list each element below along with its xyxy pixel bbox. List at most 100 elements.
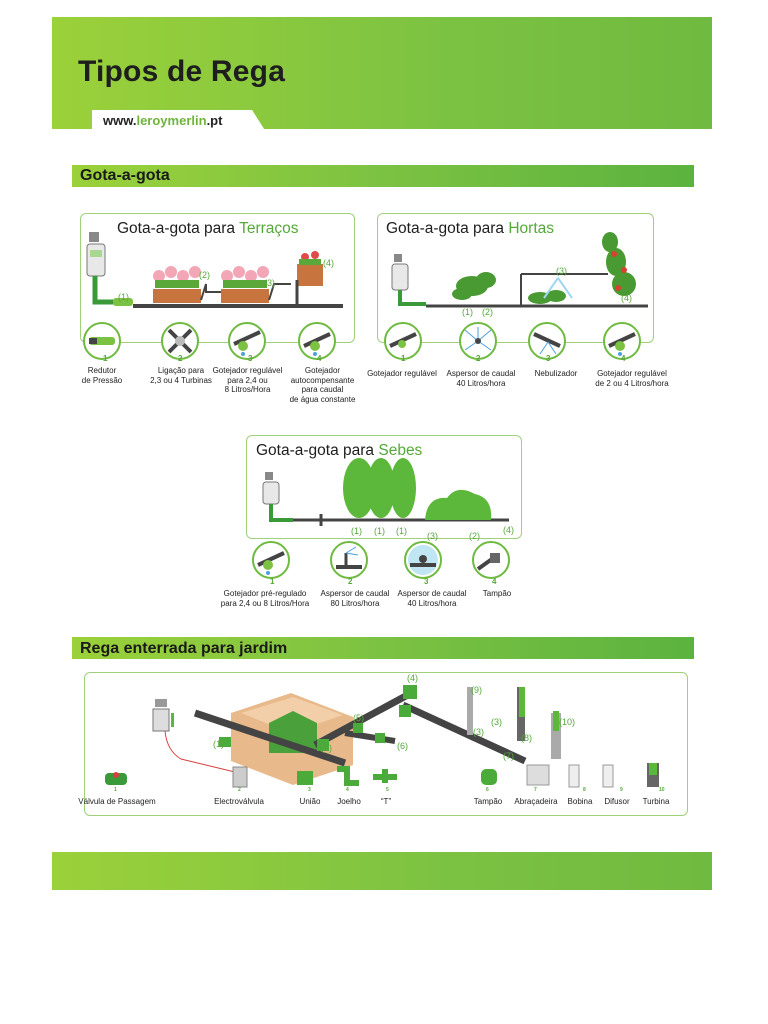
item-caption: Redutor de Pressão — [81, 366, 123, 385]
panel-title-sebes: Gota-a-gota para Sebes — [256, 442, 423, 459]
page-title: Tipos de Rega — [78, 55, 286, 88]
callout-3: (3) — [473, 727, 484, 737]
item-caption: Abraçadeira — [514, 797, 558, 806]
component-preset-dripper — [252, 541, 290, 579]
component-sprinkler-80 — [330, 541, 368, 579]
item-number: 8 — [583, 787, 586, 793]
panel-title-hortas: Gota-a-gota para Hortas — [386, 220, 555, 237]
item-number: 9 — [620, 787, 623, 793]
component-adjustable-dripper — [228, 322, 266, 360]
item-caption: Ligação para 2,3 ou 4 Turbinas — [150, 366, 212, 385]
callout-8: (8) — [521, 733, 532, 743]
callout-2: (2) — [469, 531, 480, 541]
jardim-illustration — [105, 685, 659, 788]
panel-jardim: (1) (2) (3) (3) (4) (5) (6) (7) (8) (9) … — [84, 672, 688, 816]
item-number: 3 — [546, 354, 551, 363]
callout-2: (2) — [482, 307, 493, 317]
item-caption: Electroválvula — [214, 797, 264, 806]
callout-3: (3) — [427, 531, 438, 541]
item-number: 4 — [317, 354, 322, 363]
callout-1: (1) — [396, 526, 407, 536]
callout-4: (4) — [621, 293, 632, 303]
item-caption: Nebulizador — [534, 369, 578, 378]
callout-1: (1) — [118, 292, 129, 302]
panel-title-terracos: Gota-a-gota para Terraços — [117, 220, 299, 237]
footer-band — [52, 852, 712, 890]
callout-2: (2) — [321, 743, 332, 753]
url-brand: leroymerlin — [136, 113, 207, 128]
section-bar-buried — [72, 637, 694, 659]
panel-sebes: Gota-a-gota para Sebes (1) (1) (1) (3) (… — [246, 435, 522, 541]
item-caption: Joelho — [337, 797, 361, 806]
item-caption: Válvula de Passagem — [78, 797, 156, 806]
callout-5: (5) — [353, 713, 364, 723]
component-pressure-reducer — [83, 322, 121, 360]
callout-3: (3) — [491, 717, 502, 727]
section-bar-drip — [72, 165, 694, 187]
item-number: 4 — [346, 787, 349, 793]
item-caption: Tampão — [482, 589, 512, 598]
hortas-illustration — [391, 232, 648, 308]
url-prefix: www. — [103, 113, 137, 128]
callout-4: (4) — [323, 258, 334, 268]
item-caption: União — [299, 797, 321, 806]
item-caption: Aspersor de caudal 40 Litros/hora — [446, 369, 516, 388]
item-caption: “T” — [380, 797, 392, 806]
url-suffix: .pt — [206, 113, 223, 128]
section-title-drip: Gota-a-gota — [80, 167, 170, 184]
sebes-illustration — [262, 458, 509, 526]
item-number: 1 — [114, 787, 117, 793]
item-caption: Gotejador pré-regulado para 2,4 ou 8 Lit… — [220, 589, 310, 608]
item-number: 10 — [659, 787, 665, 793]
item-number: 5 — [386, 787, 389, 793]
item-number: 6 — [486, 787, 489, 793]
callout-3: (3) — [556, 266, 567, 276]
item-caption: Aspersor de caudal 40 Litros/hora — [397, 589, 467, 608]
item-number: 2 — [348, 577, 353, 586]
section-title-buried: Rega enterrada para jardim — [80, 640, 288, 657]
component-adjustable-dripper — [384, 322, 422, 360]
item-number: 1 — [401, 354, 406, 363]
item-caption: Gotejador autocompensante para caudal de… — [289, 366, 356, 404]
item-caption: Tampão — [473, 797, 503, 806]
component-sprinkler-40 — [459, 322, 497, 360]
item-caption: Gotejador regulável de 2 ou 4 Litros/hor… — [595, 369, 669, 388]
callout-1: (1) — [462, 307, 473, 317]
item-number: 1 — [103, 354, 108, 363]
item-caption: Bobina — [567, 797, 593, 806]
component-compensating-dripper — [298, 322, 336, 360]
item-number: 1 — [270, 577, 275, 586]
callout-9: (9) — [471, 685, 482, 695]
callout-1: (1) — [213, 739, 224, 749]
website-link[interactable]: www.leroymerlin.pt — [103, 113, 222, 128]
callout-1: (1) — [351, 526, 362, 536]
callout-7: (7) — [503, 751, 514, 761]
component-turbine-link — [161, 322, 199, 360]
terracos-illustration — [86, 232, 343, 308]
item-number: 3 — [248, 354, 253, 363]
item-number: 4 — [621, 354, 626, 363]
component-dripper-2-4 — [603, 322, 641, 360]
item-number: 3 — [308, 787, 311, 793]
item-number: 2 — [238, 787, 241, 793]
callout-2: (2) — [199, 270, 210, 280]
item-caption: Gotejador regulável — [367, 369, 437, 378]
component-sprinkler-40 — [404, 541, 442, 579]
panel-hortas: Gota-a-gota para Hortas (1) (2) (3) (4) — [377, 213, 654, 343]
url-tab — [92, 110, 266, 132]
item-caption: Aspersor de caudal 80 Litros/hora — [320, 589, 390, 608]
callout-3: (3) — [264, 278, 275, 288]
component-end-cap — [472, 541, 510, 579]
component-mister — [528, 322, 566, 360]
panel-terracos: Gota-a-gota para Terraços (1) (2) (3) (4… — [80, 213, 355, 343]
item-number: 2 — [178, 354, 183, 363]
callout-4: (4) — [503, 525, 514, 535]
callout-4: (4) — [407, 673, 418, 683]
item-number: 3 — [424, 577, 429, 586]
callout-1: (1) — [374, 526, 385, 536]
callout-10: (10) — [559, 717, 576, 727]
item-number: 7 — [534, 787, 537, 793]
item-caption: Turbina — [642, 797, 670, 806]
item-number: 2 — [476, 354, 481, 363]
item-caption: Difusor — [604, 797, 630, 806]
